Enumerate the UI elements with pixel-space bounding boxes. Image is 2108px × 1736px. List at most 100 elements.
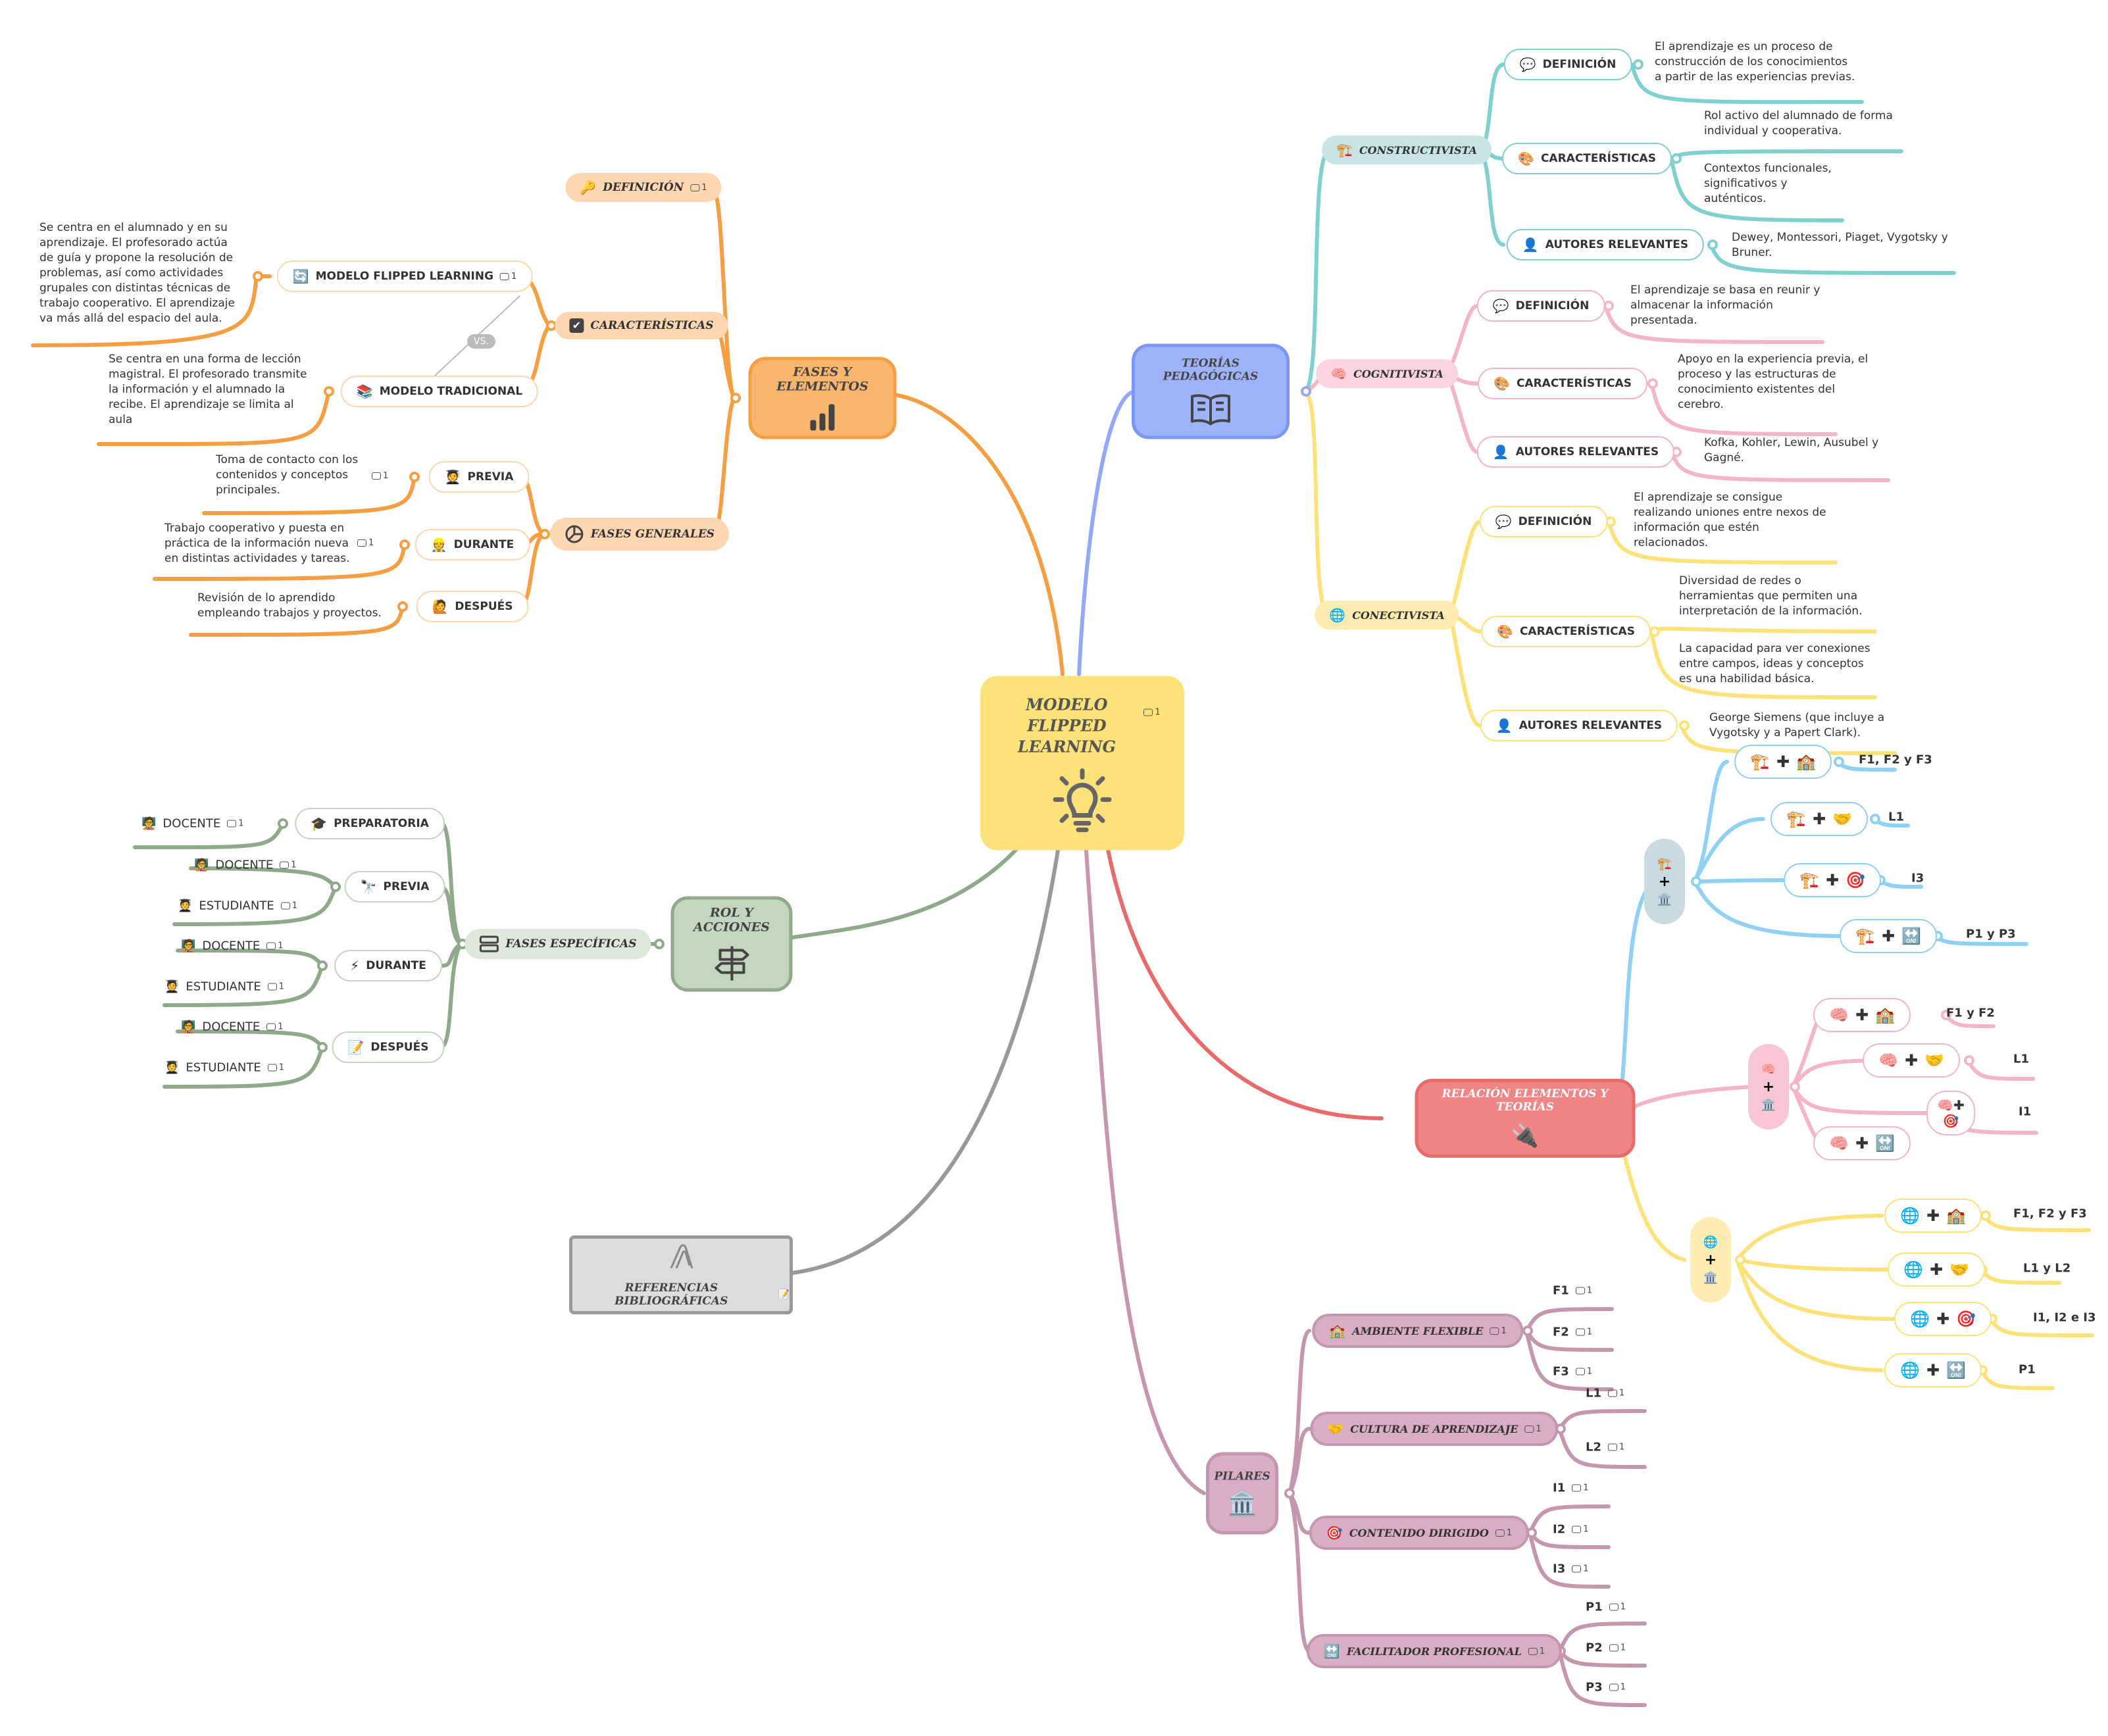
rel-combo[interactable]: 🌐✚🎯 (1894, 1302, 1992, 1336)
branch-dot[interactable] (1964, 1055, 1974, 1066)
branch-dot[interactable] (399, 539, 410, 550)
node-previa-rol[interactable]: 🔭 PREVIA (344, 871, 445, 903)
topic-relacion[interactable]: RELACIÓN ELEMENTOS Y TEORÍAS 🔌 (1415, 1079, 1636, 1158)
node-modelo-flipped[interactable]: 🔄 MODELO FLIPPED LEARNING 1 (276, 260, 533, 292)
branch-dot[interactable] (397, 601, 408, 612)
branch-dot[interactable] (1679, 720, 1690, 731)
branch-dot[interactable] (317, 960, 328, 971)
branch-dot[interactable] (540, 529, 550, 539)
node-cog-definicion[interactable]: 💬DEFINICIÓN (1476, 290, 1605, 322)
central-topic[interactable]: MODELO FLIPPED LEARNING 1 (980, 676, 1184, 851)
branch-dot[interactable] (1522, 1326, 1533, 1336)
rel-combo[interactable]: 🧠✚🏫 (1813, 998, 1911, 1032)
comment-badge[interactable]: 1 (500, 272, 516, 282)
rel-node-conect-pilar[interactable]: 🌐+🏛️ (1690, 1217, 1731, 1302)
topic-teorias[interactable]: TEORÍAS PEDAGÓGICAS (1132, 343, 1290, 439)
branch-dot[interactable] (324, 386, 334, 397)
branch-dot[interactable] (330, 881, 341, 892)
rel-combo[interactable]: 🌐✚🔛 (1884, 1353, 1982, 1387)
branch-dot[interactable] (1633, 59, 1644, 70)
branch-dot[interactable] (730, 393, 741, 403)
rel-combo[interactable]: 🏗️✚🤝 (1770, 802, 1868, 836)
rel-combo[interactable]: 🏗️✚🏫 (1734, 745, 1832, 779)
rel-combo[interactable]: 🧠✚🎯 (1926, 1091, 1975, 1135)
branch-dot[interactable] (409, 472, 420, 482)
node-const-caracteristicas[interactable]: 🎨CARACTERÍSTICAS (1502, 143, 1672, 174)
subtopic-conectivista[interactable]: 🌐CONECTIVISTA (1315, 601, 1459, 630)
comment-badge[interactable]: 1 (1143, 707, 1161, 717)
node-preparatoria[interactable]: 🎓 PREPARATORIA (295, 808, 445, 839)
rel-combo[interactable]: 🧠✚🤝 (1863, 1043, 1960, 1078)
branch-dot[interactable] (1284, 1488, 1295, 1499)
node-const-autores[interactable]: 👤AUTORES RELEVANTES (1506, 229, 1705, 260)
subtopic-constructivista[interactable]: 🏗️CONSTRUCTIVISTA (1322, 136, 1492, 164)
rel-node-construct-pilar[interactable]: 🏗️+🏛️ (1644, 839, 1685, 924)
topic-pilares[interactable]: PILARES 🏛️ (1206, 1452, 1278, 1535)
branch-dot[interactable] (1647, 378, 1658, 389)
node-const-definicion[interactable]: 💬DEFINICIÓN (1503, 49, 1632, 80)
branch-dot[interactable] (1790, 1081, 1800, 1092)
node-con-caracteristicas[interactable]: 🎨CARACTERÍSTICAS (1481, 616, 1651, 647)
node-previa[interactable]: 🧑‍🎓 PREVIA (428, 461, 530, 493)
subtopic-fases-generales[interactable]: FASES GENERALES (549, 518, 730, 551)
branch-dot[interactable] (1834, 756, 1844, 767)
subtopic-definicion[interactable]: 🔑 DEFINICIÓN 1 (565, 173, 722, 202)
node-despues[interactable]: 🙋 DESPUÉS (416, 591, 529, 622)
branch-dot[interactable] (1870, 814, 1880, 824)
branch-dot[interactable] (654, 939, 665, 949)
branch-dot[interactable] (1707, 239, 1718, 250)
node-durante-rol[interactable]: ⚡ DURANTE (334, 950, 442, 981)
rel-combo[interactable]: 🏗️✚🔛 (1840, 919, 1937, 953)
topic-fases-elementos[interactable]: FASES Y ELEMENTOS (748, 357, 897, 439)
node-con-definicion[interactable]: 💬DEFINICIÓN (1479, 506, 1608, 537)
branch-dot[interactable] (278, 818, 288, 829)
node-despues-rol[interactable]: 📝 DESPUÉS (332, 1031, 445, 1063)
rel-combo[interactable]: 🧠✚🔛 (1813, 1126, 1911, 1160)
node-modelo-tradicional[interactable]: 📚 MODELO TRADICIONAL (340, 376, 539, 407)
topic-referencias[interactable]: REFERENCIAS BIBLIOGRÁFICAS📝 (569, 1235, 793, 1314)
node-cog-autores[interactable]: 👤AUTORES RELEVANTES (1476, 436, 1675, 468)
branch-dot[interactable] (1941, 1010, 1951, 1020)
node-cog-caracteristicas[interactable]: 🎨CARACTERÍSTICAS (1478, 368, 1647, 399)
rel-combo[interactable]: 🏗️✚🎯 (1784, 863, 1881, 897)
comment-badge[interactable]: 1 (372, 471, 388, 481)
comment-badge[interactable]: 1 (690, 183, 707, 193)
branch-dot[interactable] (1649, 626, 1660, 637)
node-con-autores[interactable]: 👤AUTORES RELEVANTES (1480, 710, 1678, 741)
branch-dot[interactable] (1671, 153, 1682, 164)
comment-badge[interactable]: 1 (357, 538, 374, 548)
branch-dot[interactable] (253, 271, 263, 282)
topic-rol-acciones[interactable]: ROL Y ACCIONES (670, 896, 793, 992)
branch-dot[interactable] (1603, 301, 1614, 311)
branch-dot[interactable] (1735, 1254, 1745, 1265)
subtopic-fases-especificas[interactable]: FASES ESPECÍFICAS (464, 929, 651, 959)
rel-combo[interactable]: 🌐✚🏫 (1884, 1199, 1982, 1233)
branch-dot[interactable] (1301, 386, 1311, 397)
node-durante[interactable]: 👷 DURANTE (414, 529, 530, 560)
branch-dot[interactable] (317, 1042, 328, 1053)
rel-combo[interactable]: 🌐✚🤝 (1888, 1252, 1985, 1287)
subtopic-cognitivista[interactable]: 🧠COGNITIVISTA (1316, 359, 1458, 388)
branch-dot[interactable] (1691, 876, 1701, 887)
